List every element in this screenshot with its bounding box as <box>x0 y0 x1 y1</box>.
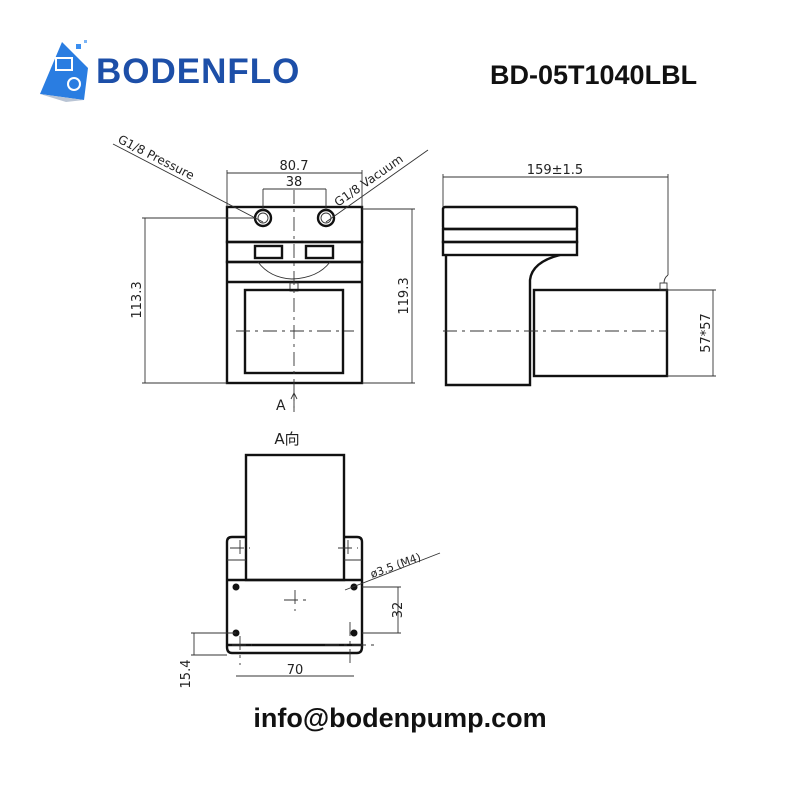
bottom-view-title: A向 <box>274 430 299 448</box>
model-number: BD-05T1040LBL <box>490 60 698 90</box>
dim-height-left: 113.3 <box>130 281 145 318</box>
dim-hole-spacing-vertical: 32 <box>391 602 406 619</box>
dim-length-overall: 159±1.5 <box>527 163 583 178</box>
bottom-view: A向 ø3.5 (M4) 32 70 15.4 <box>179 430 441 689</box>
dim-edge-offset: 15.4 <box>179 660 194 689</box>
hole-spec-label: ø3.5 (M4) <box>369 551 423 581</box>
view-arrow-label: A <box>276 398 286 414</box>
pump-cube-logo-icon <box>40 40 88 102</box>
dim-port-spacing: 38 <box>286 175 303 190</box>
side-view: 159±1.5 57*57 <box>441 163 716 387</box>
dim-height-right: 119.3 <box>397 277 412 314</box>
brand-name: BODENFLO <box>96 52 301 91</box>
label-vacuum-port: G1/8 Vacuum <box>332 152 406 210</box>
contact-email[interactable]: info@bodenpump.com <box>253 703 547 733</box>
front-view: 80.7 38 113.3 119.3 G1/8 Pressure G1/8 V… <box>112 132 429 414</box>
brand-logo: BODENFLO <box>36 38 316 102</box>
dim-motor-section: 57*57 <box>699 313 714 353</box>
dim-width-overall: 80.7 <box>280 159 309 174</box>
label-pressure-port: G1/8 Pressure <box>116 132 197 182</box>
pressure-port <box>253 208 273 228</box>
dim-hole-spacing-horizontal: 70 <box>287 663 304 678</box>
